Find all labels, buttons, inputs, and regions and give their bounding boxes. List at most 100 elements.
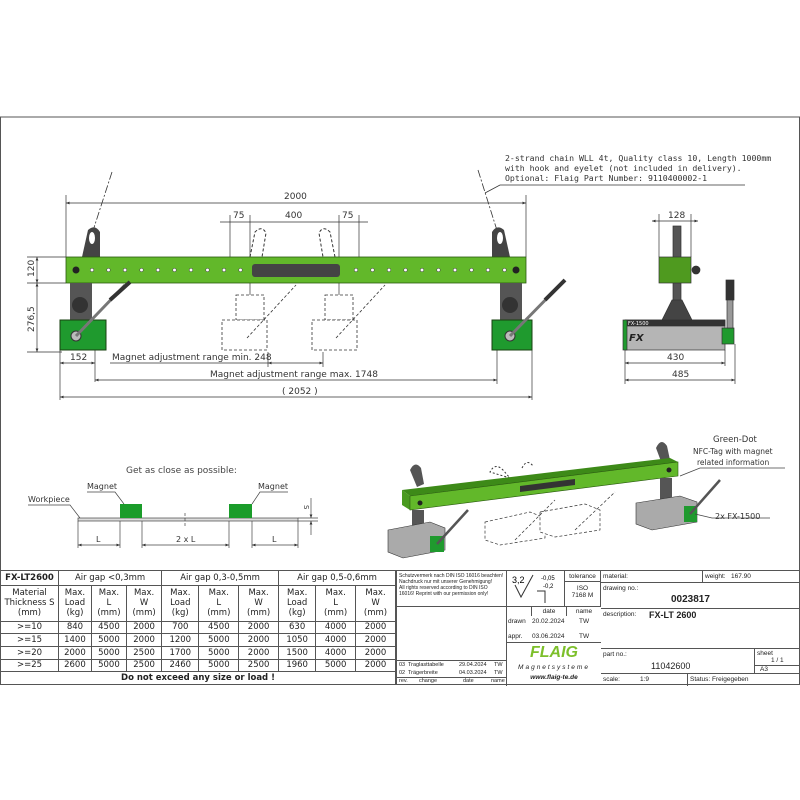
table-cell: 5000: [90, 645, 128, 660]
beam-hole: [419, 267, 425, 273]
beam-hole: [403, 267, 408, 273]
sub-header: Max.L(mm): [315, 584, 357, 622]
table-cell: 1960: [278, 658, 317, 673]
load-warning: Do not exceed any size or load !: [0, 671, 396, 685]
table-cell: >=25: [0, 658, 59, 673]
dim-s: S: [302, 505, 310, 510]
tol-upper: -0,05: [541, 576, 555, 582]
drawn-name: TW: [579, 618, 590, 625]
green-dot-desc: related information: [697, 458, 769, 467]
website-link[interactable]: www.flaig-te.de: [530, 674, 578, 681]
placement-title: Get as close as possible:: [126, 466, 237, 476]
rev-header-change: change: [419, 678, 438, 684]
beam-hole: [122, 267, 128, 273]
rev-header-rev: rev.: [399, 678, 408, 684]
appr-name: TW: [579, 633, 590, 640]
center-eye-right: [318, 228, 336, 258]
weight-field: weight: 167.90: [702, 571, 800, 583]
chain-note-line: Optional: Flaig Part Number: 9110400002-…: [505, 173, 707, 183]
table-cell: 2000: [355, 658, 396, 673]
table-cell: 2000: [355, 645, 396, 660]
table-cell: 4000: [315, 620, 357, 635]
model-header: FX-LT2600: [0, 570, 59, 586]
beam-hole: [106, 267, 111, 273]
dim-276-5: 276,5: [27, 306, 37, 332]
dim-2l: 2 x L: [176, 535, 196, 544]
beam-hole: [502, 267, 507, 273]
scale-field: scale:1:9: [603, 676, 650, 683]
sub-header: Max.Load(kg): [278, 584, 317, 622]
workpiece: [77, 517, 299, 522]
side-magnet-label: FX-1500: [628, 321, 649, 327]
dim-75-right: 75: [342, 211, 353, 221]
surface-finish: 3,2-0,05-0,2: [507, 571, 565, 607]
description: FX-LT 2600: [649, 610, 697, 620]
beam-hole: [436, 267, 441, 273]
sub-header: Max.L(mm): [90, 584, 128, 622]
technical-drawing: 2-strand chain WLL 4t, Quality class 10,…: [0, 116, 800, 570]
approval-block: date name drawn 20.02.2024 TW appr. 03.0…: [507, 607, 601, 643]
dim-485: 485: [672, 370, 689, 380]
beam-hole: [155, 267, 161, 273]
dim-range-max: Magnet adjustment range max. 1748: [210, 370, 378, 380]
drawing-no-field: drawing no.:0023817: [601, 583, 800, 609]
sub-header: Max.L(mm): [198, 584, 240, 622]
rev-number: 03: [399, 662, 406, 668]
green-dot-desc: NFC-Tag with magnet: [693, 447, 773, 456]
table-cell: 4500: [90, 620, 128, 635]
rev-change: Traglasttabelle: [408, 662, 444, 668]
sub-header: Max.W(mm): [238, 584, 280, 622]
table-cell: 2500: [125, 645, 163, 660]
table-cell: 2460: [161, 658, 200, 673]
format-field: A3: [754, 665, 800, 674]
part-no-field: part no.:11042600: [601, 649, 754, 674]
table-cell: 2500: [238, 658, 280, 673]
rev-name: TW: [494, 670, 503, 676]
protection-note: Schutzvermerk nach DIN ISO 16016 beachte…: [399, 573, 504, 585]
table-cell: 1200: [161, 633, 200, 647]
table-cell: >=15: [0, 633, 59, 647]
rev-name: TW: [494, 662, 503, 668]
scale-value: 1:9: [639, 676, 650, 683]
magnet-left: [59, 319, 107, 351]
front-view: [59, 227, 567, 351]
beam-hole: [89, 267, 95, 273]
tol-lower: -0,2: [543, 584, 554, 590]
beam-hole: [205, 267, 210, 273]
group-header: Air gap 0,3-0,5mm: [161, 570, 280, 586]
table-cell: 1050: [278, 633, 317, 647]
table-cell: 5000: [90, 633, 128, 647]
magnet-label-right: Magnet: [258, 482, 288, 491]
table-cell: 2500: [125, 658, 163, 673]
fx-logo: FX: [629, 333, 645, 344]
title-block: Schutzvermerk nach DIN ISO 16016 beachte…: [396, 570, 800, 686]
drawn-date: 20.02.2024: [532, 618, 565, 625]
sub-header: Max.W(mm): [125, 584, 163, 622]
logo-subtitle: Magnetsysteme: [518, 664, 590, 671]
dim-75-left: 75: [233, 211, 244, 221]
magnet-label-left: Magnet: [87, 482, 117, 491]
table-cell: 2000: [355, 620, 396, 635]
chain-note: 2-strand chain WLL 4t, Quality class 10,…: [505, 153, 771, 183]
table-cell: 4500: [198, 620, 240, 635]
dim-128: 128: [668, 211, 685, 221]
magnet-block-left: [120, 504, 142, 518]
sub-header: Max.Load(kg): [58, 584, 92, 622]
chain-note-leader: [484, 184, 745, 194]
magnet-phantom-positions: [221, 284, 386, 351]
table-cell: 2000: [238, 633, 280, 647]
beam-hole: [188, 267, 194, 273]
dim-152: 152: [70, 353, 87, 363]
table-cell: 5000: [315, 658, 357, 673]
table-cell: 2000: [125, 633, 163, 647]
beam-hole: [370, 267, 375, 273]
beam-hole: [485, 267, 491, 273]
table-cell: 5000: [198, 645, 240, 660]
table-cell: >=10: [0, 620, 59, 635]
table-cell: 1400: [58, 633, 92, 647]
table-cell: 2000: [238, 645, 280, 660]
magnets-label: 2x FX-1500: [715, 512, 760, 521]
